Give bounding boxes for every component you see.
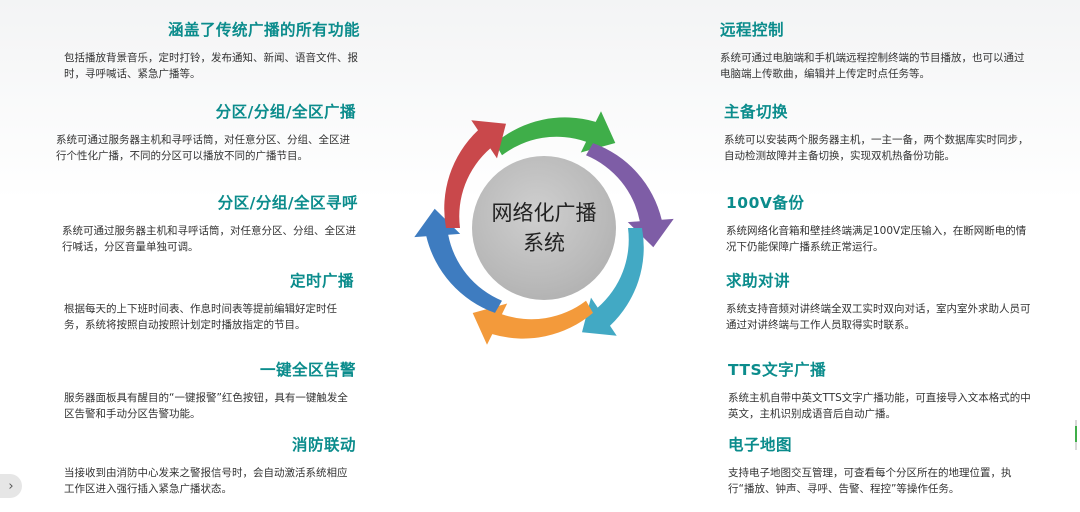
cycle-arrows-diagram [414, 111, 674, 345]
feature-description: 当接收到由消防中心发来之警报信号时，会自动激活系统相应工作区进入强行插入紧急广播… [64, 467, 348, 495]
center-hub: 网络化广播 系统 [472, 156, 616, 300]
feature-title: 分区/分组/全区寻呼 [217, 194, 358, 212]
cycle-arrow-red [444, 120, 506, 228]
feature-zone-paging: 分区/分组/全区寻呼 系统可通过服务器主机和寻呼话筒，对任意分区、分组、全区进行… [62, 191, 358, 255]
cycle-arrow-purple [586, 143, 674, 248]
feature-description: 支持电子地图交互管理，可查看每个分区所在的地理位置，执行“播放、钟声、寻呼、告警… [728, 467, 1012, 495]
feature-description: 根据每天的上下班时间表、作息时间表等提前编辑好定时任务，系统将按照自动按照计划定… [64, 303, 337, 331]
feature-zone-broadcast: 分区/分组/全区广播 系统可通过服务器主机和寻呼话筒，对任意分区、分组、全区进行… [56, 100, 356, 164]
feature-traditional-broadcast: 涵盖了传统广播的所有功能 包括播放背景音乐，定时打铃，发布通知、新闻、语音文件、… [64, 18, 360, 82]
feature-title: TTS文字广播 [728, 361, 827, 379]
center-title-line1: 网络化广播 [491, 201, 597, 225]
feature-description: 服务器面板具有醒目的“一键报警”红色按钮，具有一键触发全区告警和手动分区告警功能… [64, 392, 348, 420]
feature-remote-control: 远程控制 系统可通过电脑端和手机端远程控制终端的节目播放，也可以通过电脑端上传歌… [720, 18, 1030, 82]
feature-one-key-alarm: 一键全区告警 服务器面板具有醒目的“一键报警”红色按钮，具有一键触发全区告警和手… [64, 358, 356, 422]
feature-description: 系统网络化音箱和壁挂终端满足100V定压输入，在断网断电的情况下仍能保障广播系统… [726, 225, 1027, 253]
feature-description: 系统可通过服务器主机和寻呼话筒，对任意分区、分组、全区进行喊话，分区音量单独可调… [62, 225, 356, 253]
feature-tts-broadcast: TTS文字广播 系统主机自带中英文TTS文字广播功能，可直接导入文本格式的中英文… [728, 358, 1032, 422]
feature-title: 电子地图 [728, 436, 793, 454]
cycle-arrow-teal [582, 228, 644, 336]
center-title-line2: 系统 [523, 231, 565, 255]
feature-title: 100V备份 [726, 194, 805, 212]
feature-title: 消防联动 [291, 436, 356, 454]
cycle-arrow-orange [472, 300, 593, 345]
feature-title: 定时广播 [289, 272, 354, 290]
feature-description: 系统可通过服务器主机和寻呼话筒，对任意分区、分组、全区进行个性化广播，不同的分区… [56, 134, 350, 162]
feature-title: 分区/分组/全区广播 [215, 103, 356, 121]
feature-title: 一键全区告警 [259, 361, 356, 379]
feature-100v-backup: 100V备份 系统网络化音箱和壁挂终端满足100V定压输入，在断网断电的情况下仍… [726, 191, 1032, 255]
feature-description: 系统可通过电脑端和手机端远程控制终端的节目播放，也可以通过电脑端上传歌曲，编辑并… [720, 52, 1025, 80]
chevron-right-icon: › [8, 478, 14, 494]
feature-master-backup: 主备切换 系统可以安装两个服务器主机，一主一备，两个数据库实时同步，自动检测故障… [724, 100, 1032, 164]
feature-fire-linkage: 消防联动 当接收到由消防中心发来之警报信号时，会自动激活系统相应工作区进入强行插… [64, 433, 356, 497]
feature-description: 包括播放背景音乐，定时打铃，发布通知、新闻、语音文件、报时，寻呼喊话、紧急广播等… [64, 52, 358, 80]
feature-title: 涵盖了传统广播的所有功能 [167, 21, 360, 39]
feature-scheduled-broadcast: 定时广播 根据每天的上下班时间表、作息时间表等提前编辑好定时任务，系统将按照自动… [64, 269, 354, 333]
feature-title: 求助对讲 [726, 272, 791, 290]
feature-electronic-map: 电子地图 支持电子地图交互管理，可查看每个分区所在的地理位置，执行“播放、钟声、… [728, 433, 1036, 497]
cycle-arrow-blue [414, 208, 502, 313]
feature-title: 主备切换 [724, 103, 789, 121]
feature-title: 远程控制 [720, 21, 785, 39]
scroll-indicator[interactable] [1074, 420, 1078, 450]
feature-description: 系统主机自带中英文TTS文字广播功能，可直接导入文本格式的中英文，主机识别成语音… [728, 392, 1031, 420]
side-panel-toggle-button[interactable]: › [0, 474, 22, 498]
feature-intercom: 求助对讲 系统支持音频对讲终端全双工实时双向对话，室内室外求助人员可通过对讲终端… [726, 269, 1032, 333]
cycle-arrow-green [495, 111, 616, 156]
feature-description: 系统支持音频对讲终端全双工实时双向对话，室内室外求助人员可通过对讲终端与工作人员… [726, 303, 1031, 331]
feature-description: 系统可以安装两个服务器主机，一主一备，两个数据库实时同步，自动检测故障并主备切换… [724, 134, 1029, 162]
